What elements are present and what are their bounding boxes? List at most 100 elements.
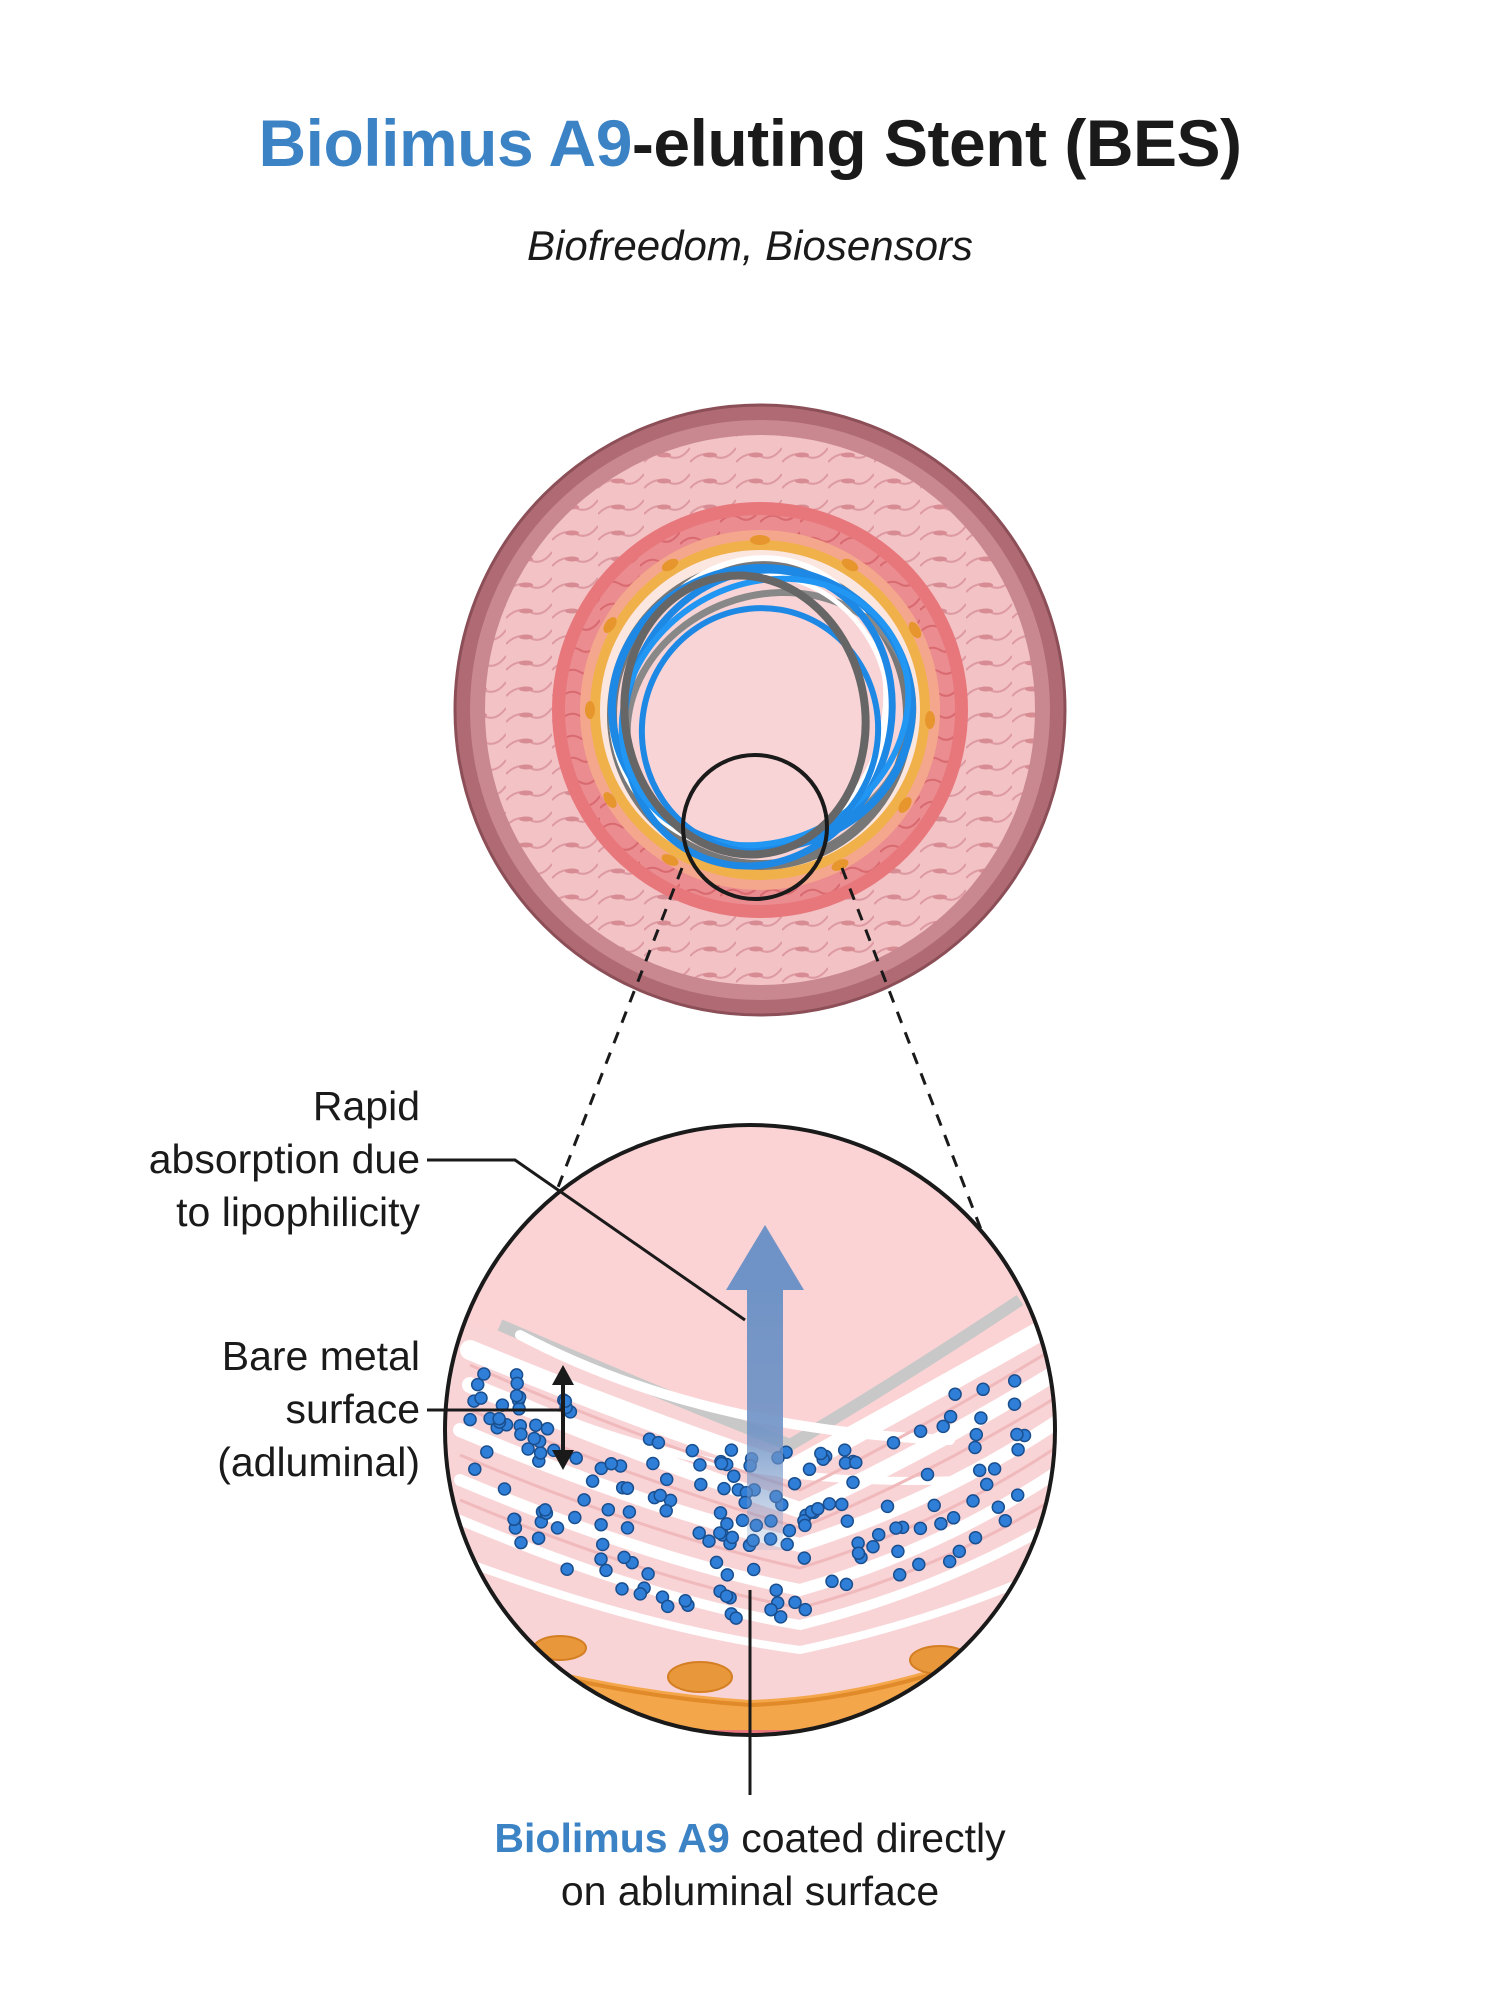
drug-dot <box>714 1456 729 1471</box>
drug-dot <box>685 1443 700 1458</box>
drug-dot <box>912 1557 926 1572</box>
drug-dot <box>976 1382 990 1397</box>
drug-dot <box>991 1500 1006 1514</box>
drug-dot <box>1007 1397 1022 1411</box>
stent-struts <box>607 555 917 870</box>
title-drug-name: Biolimus A9 <box>258 106 632 180</box>
drug-dot <box>987 1462 1002 1476</box>
drug-dot <box>585 1474 600 1488</box>
drug-dot <box>1010 1427 1024 1442</box>
label-absorption-line1: Rapid <box>312 1083 420 1129</box>
drug-dot <box>936 1419 950 1434</box>
drug-dot <box>837 1443 852 1457</box>
drug-dot <box>694 1477 708 1492</box>
drug-dot <box>538 1503 552 1517</box>
drug-dot <box>620 1481 635 1495</box>
drug-dot <box>527 1431 541 1446</box>
drug-dot <box>1011 1442 1025 1457</box>
drug-dot <box>497 1482 512 1496</box>
drug-dot <box>474 1391 488 1405</box>
label-absorption-line2: absorption due <box>148 1136 420 1182</box>
drug-dot <box>851 1546 866 1560</box>
title-rest: -eluting Stent (BES) <box>631 106 1242 180</box>
vessel-cross-section <box>453 403 1067 1017</box>
drug-dot <box>651 1435 666 1450</box>
drug-dot <box>521 1442 535 1456</box>
drug-dot <box>1007 1374 1022 1388</box>
drug-dot <box>463 1412 477 1427</box>
drug-dot <box>713 1506 728 1520</box>
drug-dot <box>729 1611 743 1625</box>
drug-dot <box>709 1555 724 1570</box>
drug-dot <box>880 1499 895 1514</box>
drug-dot <box>509 1388 524 1403</box>
drug-dot <box>660 1599 675 1614</box>
drug-dot <box>892 1568 907 1582</box>
drug-dot <box>797 1551 812 1565</box>
label-coating-drug: Biolimus A9 <box>494 1815 730 1861</box>
drug-dot <box>825 1574 839 1589</box>
label-bare-metal-line2: surface <box>285 1386 420 1432</box>
label-bare-metal-line1: Bare metal <box>221 1333 420 1379</box>
drug-dot <box>788 1595 802 1610</box>
label-bare-metal: Bare metal surface (adluminal) <box>40 1330 420 1489</box>
drug-dot <box>577 1493 591 1507</box>
drug-dot <box>782 1523 797 1538</box>
drug-dot <box>633 1587 648 1601</box>
drug-dot <box>802 1462 817 1477</box>
drug-dot <box>717 1481 731 1496</box>
drug-dot <box>913 1521 928 1536</box>
drug-dot <box>617 1550 631 1565</box>
drug-dot <box>811 1501 825 1516</box>
drug-dot <box>719 1589 734 1603</box>
drug-dot <box>594 1552 608 1566</box>
drug-dot <box>968 1530 983 1545</box>
drug-dot <box>659 1472 674 1487</box>
drug-dot <box>943 1409 958 1424</box>
drug-dot <box>969 1427 984 1442</box>
drug-dot <box>891 1544 905 1559</box>
drug-dot <box>507 1512 521 1527</box>
drug-dot <box>595 1537 610 1552</box>
drug-dot <box>934 1516 948 1531</box>
label-absorption-line3: to lipophilicity <box>176 1189 420 1235</box>
drug-dot <box>514 1427 528 1441</box>
drug-dot <box>599 1563 613 1578</box>
page-title: Biolimus A9-eluting Stent (BES) <box>0 105 1500 181</box>
label-coating-line2: on abluminal surface <box>560 1868 940 1914</box>
thickness-arrow <box>552 1365 574 1470</box>
drug-dot <box>620 1521 635 1535</box>
drug-dot <box>560 1562 574 1576</box>
drug-dot <box>866 1539 880 1554</box>
drug-dot <box>622 1505 637 1519</box>
drug-dot <box>693 1458 707 1472</box>
drug-dot <box>641 1567 655 1581</box>
drug-dot <box>692 1526 706 1540</box>
drug-dot <box>1010 1488 1025 1502</box>
drug-dot <box>798 1518 812 1533</box>
drug-dot <box>550 1521 565 1535</box>
drug-dot <box>948 1387 962 1401</box>
drug-dot <box>720 1568 735 1582</box>
drug-dot <box>886 1435 901 1450</box>
drug-dot <box>764 1602 778 1617</box>
drug-dot <box>840 1514 855 1528</box>
drug-dot <box>510 1376 524 1391</box>
drug-dot <box>540 1422 555 1436</box>
drug-dot <box>798 1602 813 1617</box>
drug-dot <box>998 1513 1013 1528</box>
drug-dot <box>659 1504 673 1518</box>
drug-dot <box>979 1477 994 1492</box>
drug-dot <box>468 1462 482 1476</box>
drug-dot <box>968 1440 982 1455</box>
label-coating-line1: coated directly <box>729 1815 1006 1861</box>
drug-dot <box>889 1521 903 1535</box>
drug-dot <box>814 1446 828 1461</box>
page-subtitle: Biofreedom, Biosensors <box>527 222 973 269</box>
drug-dot <box>849 1455 863 1470</box>
drug-dot <box>702 1534 716 1548</box>
drug-dot <box>531 1531 546 1545</box>
drug-dot <box>822 1497 837 1511</box>
drug-dot <box>646 1456 660 1471</box>
